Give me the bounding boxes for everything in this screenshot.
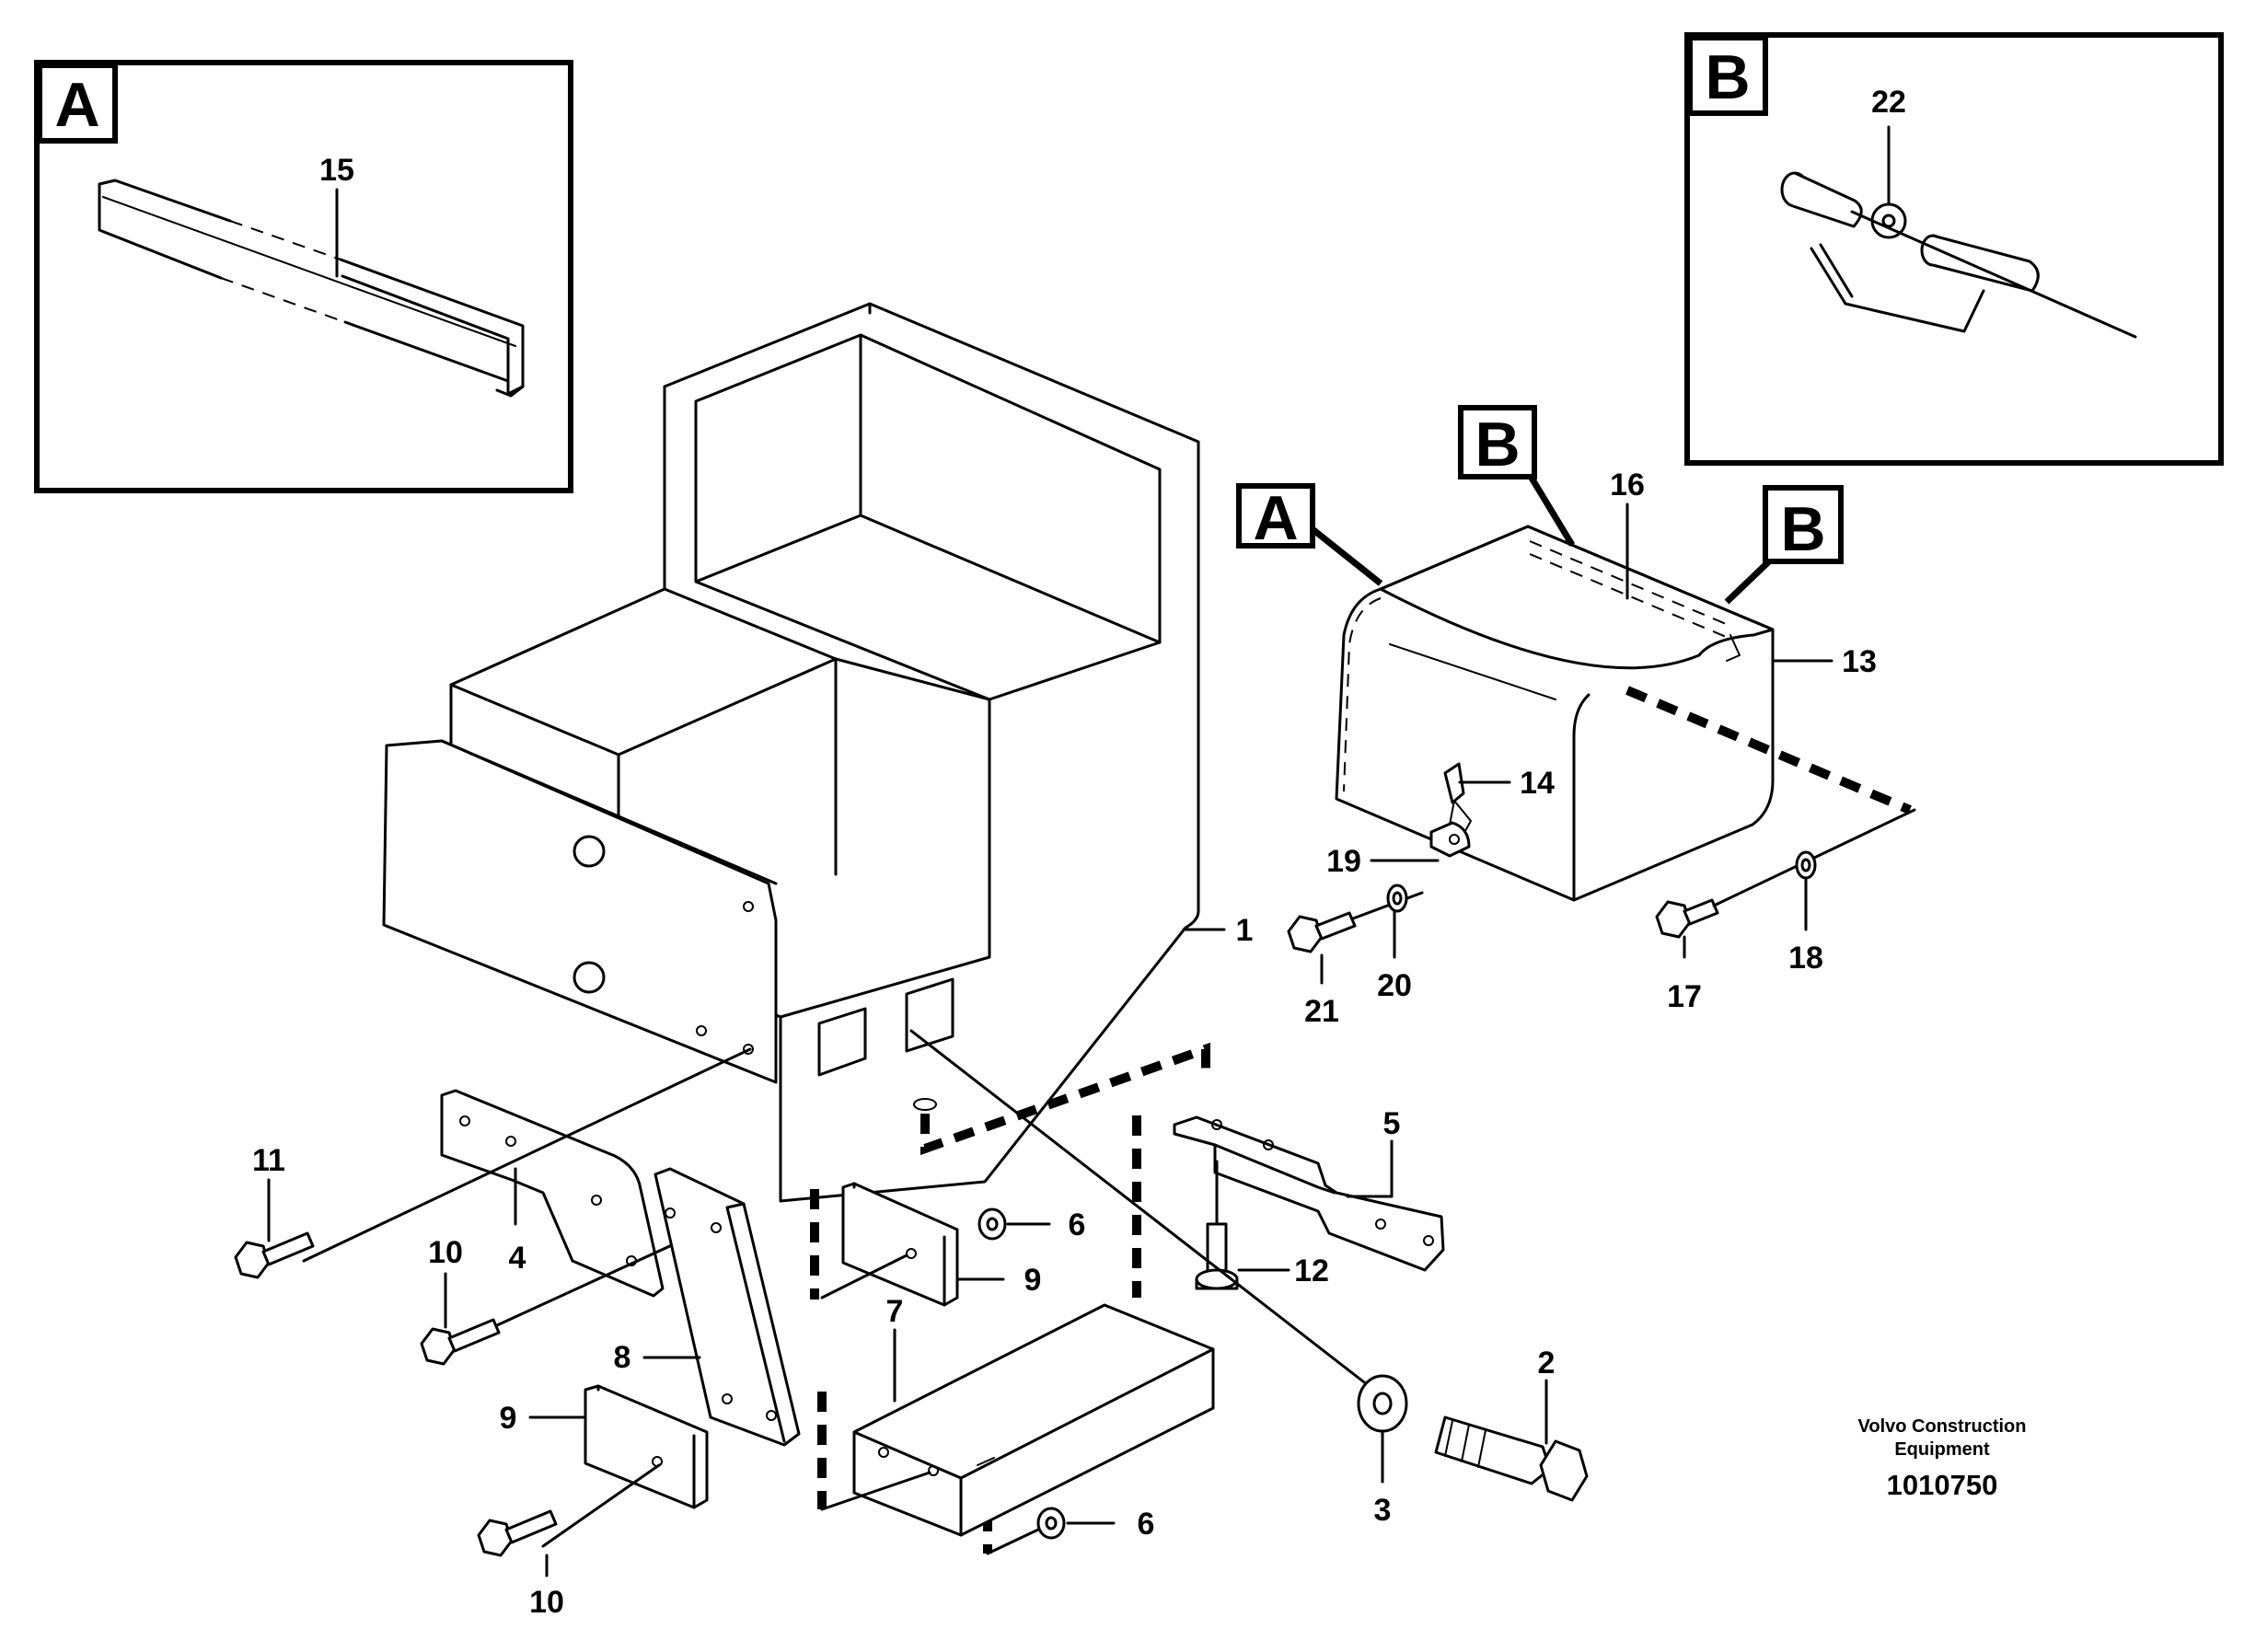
washer-3 bbox=[1357, 1374, 1408, 1433]
callout-10-lower: 10 bbox=[529, 1585, 564, 1620]
callout-10-upper: 10 bbox=[428, 1235, 463, 1270]
callout-18: 18 bbox=[1788, 941, 1823, 976]
callout-5: 5 bbox=[1383, 1106, 1401, 1141]
seat-console-1 bbox=[382, 302, 1200, 1203]
callout-6-lower: 6 bbox=[1138, 1507, 1155, 1542]
callout-9-lower: 9 bbox=[500, 1401, 517, 1436]
callout-2: 2 bbox=[1538, 1346, 1556, 1381]
callout-19: 19 bbox=[1326, 844, 1361, 879]
marker-b-right: B bbox=[1724, 485, 1844, 605]
bolt-10-upper bbox=[420, 1318, 501, 1366]
callout-16: 16 bbox=[1610, 468, 1645, 503]
company-line-1: Volvo Construction bbox=[1858, 1416, 2027, 1437]
bracket-4 bbox=[440, 1089, 665, 1298]
detail-a-panel: A 15 bbox=[34, 60, 573, 493]
marker-a: A bbox=[1236, 483, 1383, 586]
shaft-line-10b bbox=[541, 1463, 661, 1548]
washer-6-upper bbox=[977, 1207, 1007, 1241]
callout-21: 21 bbox=[1304, 994, 1339, 1029]
bolt-2 bbox=[1434, 1415, 1589, 1502]
detail-b-label-box bbox=[1687, 35, 1768, 116]
routing-line-13 bbox=[1625, 686, 1912, 814]
edge-trim-strip bbox=[98, 179, 525, 398]
pad-9-upper bbox=[841, 1182, 959, 1307]
marker-b-top: B bbox=[1458, 405, 1575, 547]
washer-18 bbox=[1795, 850, 1817, 880]
callout-12: 12 bbox=[1294, 1253, 1329, 1288]
shaft-line-7 bbox=[820, 1471, 931, 1511]
detail-b-letter: B bbox=[1705, 42, 1750, 112]
bracket-8 bbox=[654, 1167, 801, 1447]
shaft-line-21 bbox=[1351, 891, 1424, 920]
block-7 bbox=[852, 1303, 1215, 1537]
callout-17: 17 bbox=[1667, 979, 1702, 1014]
callout-6-upper: 6 bbox=[1069, 1207, 1086, 1242]
callout-11: 11 bbox=[252, 1143, 285, 1178]
storage-box-13 bbox=[1335, 525, 1775, 902]
shaft-line-9 bbox=[820, 1253, 908, 1300]
bracket-5 bbox=[1173, 1115, 1445, 1272]
drawing-number: 1010750 bbox=[1887, 1469, 1998, 1501]
bolt-17 bbox=[1655, 898, 1719, 939]
washer-6-lower bbox=[1036, 1507, 1066, 1540]
shaft-line-11 bbox=[302, 1047, 752, 1263]
callout-3: 3 bbox=[1374, 1493, 1392, 1528]
bolt-21 bbox=[1287, 911, 1357, 953]
callout-22: 22 bbox=[1871, 85, 1906, 120]
bolt-10-lower bbox=[477, 1509, 558, 1557]
callout-20: 20 bbox=[1377, 968, 1412, 1003]
bolt-11 bbox=[234, 1231, 315, 1279]
detail-a-label-box bbox=[37, 63, 118, 144]
hinge-pin-assembly bbox=[1780, 171, 2137, 339]
callout-7: 7 bbox=[886, 1294, 904, 1329]
svg-text:B: B bbox=[1780, 494, 1825, 564]
callout-8: 8 bbox=[614, 1340, 631, 1375]
company-line-2: Equipment bbox=[1894, 1439, 1990, 1460]
svg-text:A: A bbox=[1253, 483, 1298, 553]
callout-4: 4 bbox=[509, 1241, 526, 1276]
callout-15: 15 bbox=[319, 153, 354, 188]
shaft-line-2 bbox=[909, 1029, 1390, 1403]
callout-13: 13 bbox=[1842, 644, 1877, 679]
washer-20 bbox=[1386, 884, 1408, 913]
detail-a-letter: A bbox=[54, 70, 99, 140]
callout-9-upper: 9 bbox=[1024, 1263, 1042, 1298]
pad-9-lower bbox=[584, 1384, 709, 1509]
callout-1: 1 bbox=[1236, 913, 1254, 948]
svg-text:B: B bbox=[1475, 410, 1520, 479]
routing-line-seat bbox=[920, 1042, 1210, 1156]
callout-14: 14 bbox=[1520, 766, 1555, 801]
detail-b-panel: B 22 bbox=[1684, 32, 2224, 466]
shaft-line-6-lower bbox=[986, 1528, 1040, 1555]
